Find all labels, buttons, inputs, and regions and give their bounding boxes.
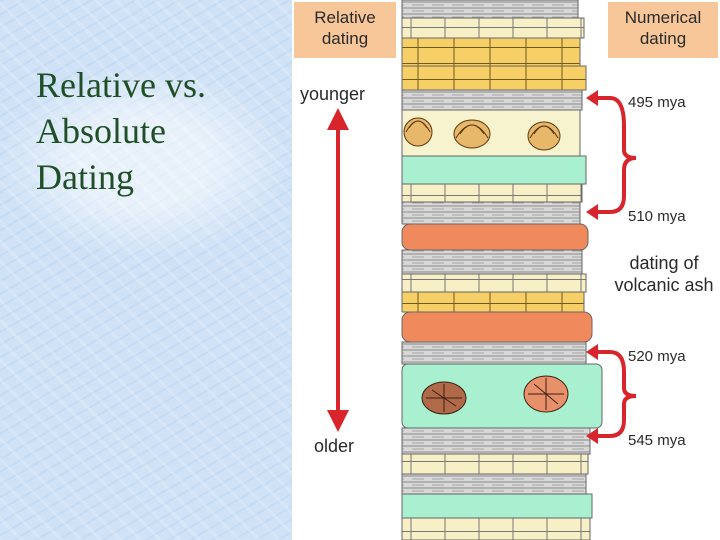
- older-label: older: [314, 436, 354, 456]
- gray-layer-6: [401, 427, 591, 455]
- trilobite-fossil-icons: [421, 375, 569, 415]
- rock-strata-figure: Relative dating Numerical dating younger…: [292, 0, 720, 540]
- strata-column: [401, 0, 603, 540]
- cream-layer-5: [401, 517, 591, 540]
- numerical-header-box: [608, 2, 718, 58]
- gray-layer-3: [401, 201, 581, 225]
- bracket-lower: [609, 350, 637, 438]
- cream-layer-2: [401, 183, 583, 203]
- relative-header-line-2: dating: [322, 29, 368, 48]
- yellow-layer-2: [401, 65, 587, 91]
- numerical-header-line-1: Numerical: [625, 8, 702, 27]
- gray-layer-4: [401, 249, 583, 275]
- cream-layer-4: [401, 453, 589, 475]
- volcanic-label-line-2: volcanic ash: [614, 275, 713, 295]
- yellow-layer-3: [401, 291, 585, 313]
- relative-age-arrow: [327, 108, 349, 432]
- green-layer-2: [401, 493, 593, 519]
- gray-layer-2: [401, 89, 583, 111]
- volcanic-ash-layer-lower: [401, 311, 593, 343]
- slide-title: Relative vs. Absolute Dating: [36, 62, 276, 200]
- age-510-label: 510 mya: [628, 208, 686, 225]
- younger-label: younger: [300, 84, 365, 104]
- cream-layer-3: [401, 273, 587, 293]
- relative-dating-header: Relative dating: [294, 2, 396, 58]
- age-520-label: 520 mya: [628, 348, 686, 365]
- yellow-layer-1: [401, 37, 581, 67]
- gray-layer-7: [401, 473, 587, 495]
- relative-header-line-1: Relative: [314, 8, 375, 27]
- numerical-age-annotations: 495 mya 510 mya 520 mya 545 mya dating o…: [586, 90, 714, 449]
- numerical-dating-header: Numerical dating: [608, 2, 718, 58]
- title-line-2: Absolute: [36, 111, 166, 151]
- strata-diagram: Relative dating Numerical dating younger…: [294, 0, 718, 540]
- gray-layer-5: [401, 341, 587, 365]
- green-layer-1: [401, 155, 587, 185]
- age-495-label: 495 mya: [628, 94, 686, 111]
- title-line-1: Relative vs.: [36, 65, 206, 105]
- shell-fossil-icons: [403, 117, 561, 151]
- volcanic-label-line-1: dating of: [629, 253, 699, 273]
- numerical-header-line-2: dating: [640, 29, 686, 48]
- gray-layer-1: [401, 0, 579, 19]
- cream-layer-1: [401, 17, 585, 39]
- volcanic-ash-layer-upper: [401, 223, 589, 251]
- bracket-upper: [609, 96, 637, 214]
- relative-header-box: [294, 2, 396, 58]
- age-545-label: 545 mya: [628, 432, 686, 449]
- title-line-3: Dating: [36, 157, 134, 197]
